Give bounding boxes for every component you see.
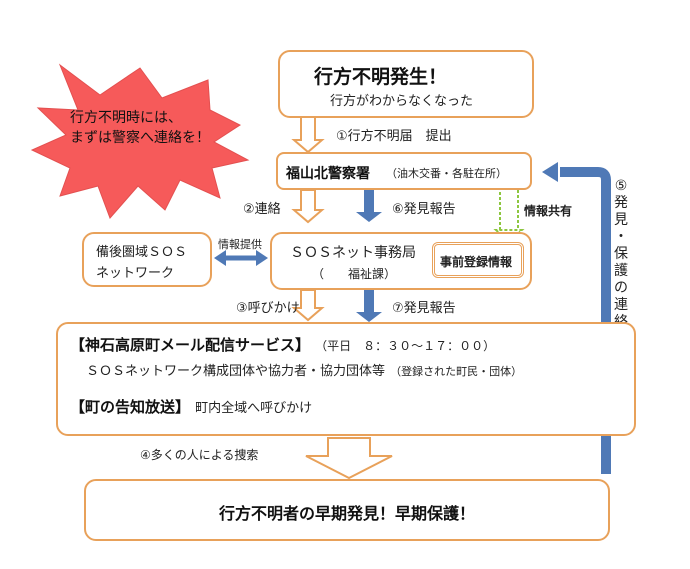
arrow-info-provide-right bbox=[256, 250, 268, 266]
sos-office-dept: （ 福祉課） bbox=[312, 267, 397, 281]
burst-line-2: まずは警察へ連絡を！ bbox=[70, 130, 210, 146]
police-station-name: 福山北警察署 bbox=[286, 166, 370, 182]
step1-label: ①行方不明届 提出 bbox=[336, 129, 452, 144]
step5-char: 見 bbox=[614, 212, 628, 228]
arrow-found-report-7 bbox=[356, 290, 382, 322]
step2-label: ②連絡 bbox=[243, 202, 281, 217]
broadcast-services-box: 【神石高原町メール配信サービス】 （平日 ８：３０〜１７：００） ＳＯＳネットワ… bbox=[56, 322, 636, 436]
arrow-call-out bbox=[291, 289, 325, 322]
bingo-line-2: ネットワーク bbox=[96, 266, 175, 281]
early-discovery-box: 行方不明者の早期発見！早期保護！ bbox=[84, 479, 610, 541]
sos-office-box: ＳＯＳネット事務局 （ 福祉課） 事前登録情報 bbox=[270, 232, 532, 290]
step6-label: ⑥発見報告 bbox=[392, 202, 456, 217]
sos-office-name: ＳＯＳネット事務局 bbox=[290, 245, 416, 261]
bingo-line-1: 備後圏域ＳＯＳ bbox=[96, 245, 188, 260]
notice-broadcast-line: 【町の告知放送】 町内全域へ呼びかけ bbox=[70, 396, 312, 417]
missing-occurrence-title: 行方不明発生！ bbox=[314, 66, 448, 88]
step4-label: ④多くの人による捜索 bbox=[140, 448, 259, 462]
step3-label: ③呼びかけ bbox=[236, 301, 300, 316]
alert-burst-shape bbox=[30, 63, 250, 219]
mail-members-note: （登録された町民・団体） bbox=[390, 365, 523, 378]
step5-char: の bbox=[614, 280, 628, 296]
arrow-search bbox=[305, 437, 393, 480]
arrow-info-provide-left bbox=[214, 250, 226, 266]
step5-char: 連 bbox=[614, 297, 628, 313]
mail-members-main: ＳＯＳネットワーク構成団体や協力者・協力団体等 bbox=[86, 364, 386, 379]
burst-text: 行方不明時には、 まずは警察へ連絡を！ bbox=[70, 108, 210, 148]
mail-service-title: 【神石高原町メール配信サービス】 bbox=[70, 336, 311, 354]
pre-registration-box: 事前登録情報 bbox=[432, 242, 524, 278]
police-station-box: 福山北警察署 （油木交番・各駐在所） bbox=[276, 152, 532, 190]
mail-service-line: 【神石高原町メール配信サービス】 （平日 ８：３０〜１７：００） bbox=[70, 334, 495, 355]
step7-label: ⑦発見報告 bbox=[392, 301, 456, 316]
pre-registration-label: 事前登録情報 bbox=[440, 255, 513, 269]
step5-char: 発 bbox=[614, 195, 628, 211]
step5-char: ・ bbox=[614, 229, 628, 245]
info-share-connector bbox=[499, 181, 519, 237]
bingo-sos-network-box: 備後圏域ＳＯＳ ネットワーク bbox=[82, 232, 212, 287]
info-share-label: 情報共有 bbox=[524, 204, 573, 218]
arrow-found-report-6 bbox=[356, 190, 382, 222]
step5-char: 護 bbox=[614, 263, 628, 279]
arrow-found-protect-head bbox=[542, 162, 558, 182]
notice-broadcast-title: 【町の告知放送】 bbox=[70, 398, 191, 416]
burst-line-1: 行方不明時には、 bbox=[70, 110, 182, 126]
step5-vertical-label: ⑤ 発 見 ・ 保 護 の 連 絡 bbox=[612, 178, 630, 331]
mail-service-hours: （平日 ８：３０〜１７：００） bbox=[315, 339, 496, 353]
info-provide-label: 情報提供 bbox=[218, 238, 262, 251]
missing-occurrence-box: 行方不明発生！ 行方がわからなくなった bbox=[278, 50, 534, 118]
mail-members-line: ＳＯＳネットワーク構成団体や協力者・協力団体等 （登録された町民・団体） bbox=[86, 360, 522, 379]
police-station-detail: （油木交番・各駐在所） bbox=[386, 167, 507, 180]
arrow-report-submit bbox=[291, 116, 325, 154]
step5-char: 保 bbox=[614, 246, 628, 262]
missing-occurrence-subtitle: 行方がわからなくなった bbox=[330, 94, 474, 109]
step5-char: ⑤ bbox=[614, 178, 628, 194]
notice-broadcast-desc: 町内全域へ呼びかけ bbox=[195, 401, 313, 416]
arrow-contact bbox=[291, 189, 325, 224]
arrow-found-protect-contact bbox=[560, 167, 611, 474]
early-discovery-text: 行方不明者の早期発見！早期保護！ bbox=[218, 504, 475, 523]
